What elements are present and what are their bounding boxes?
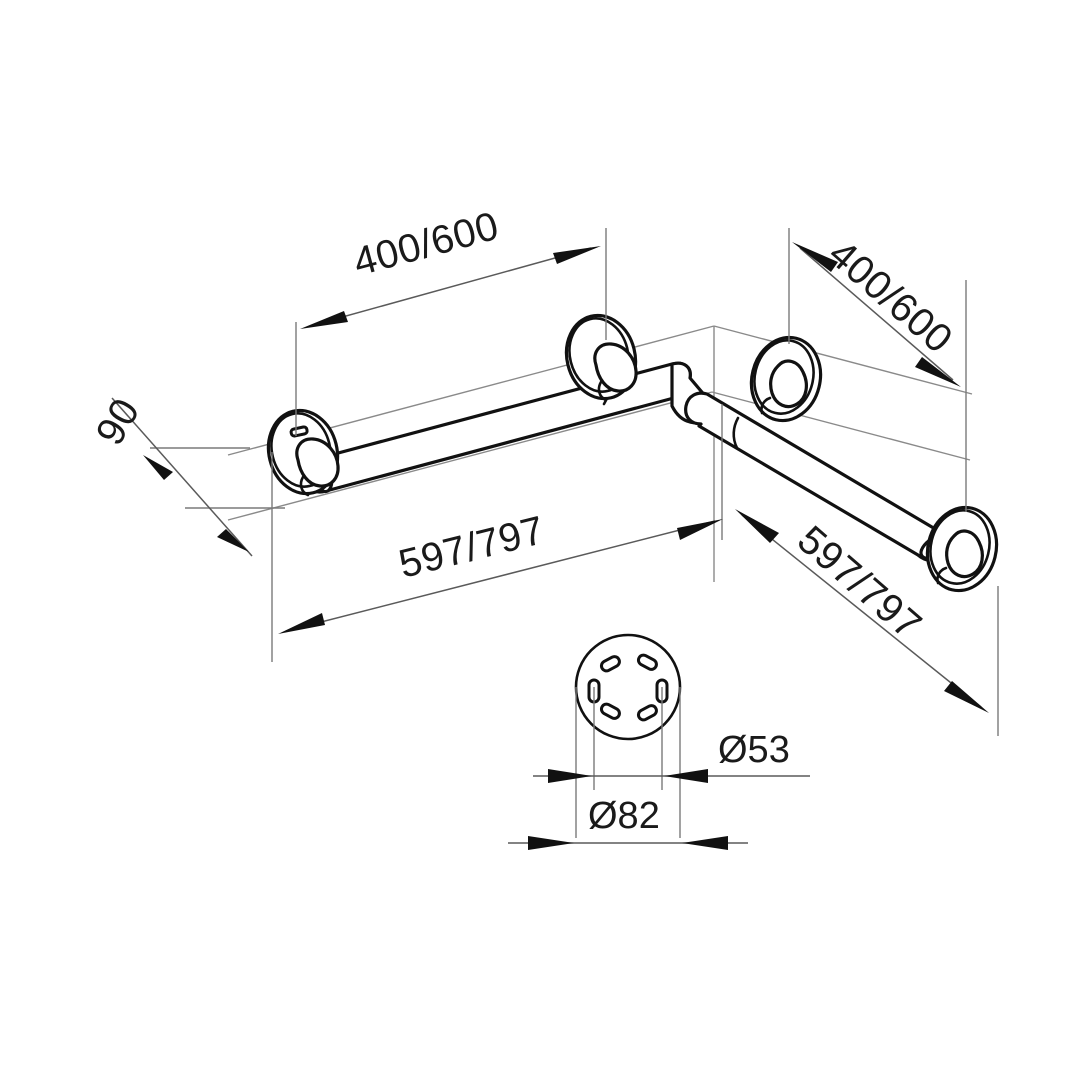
wall-flange-corner: [749, 335, 823, 423]
flange-slot: [599, 702, 621, 720]
grab-bar: [310, 361, 955, 563]
flange-face-detail: Ø53 Ø82: [508, 633, 810, 850]
wall-flange-right: [925, 505, 999, 593]
dimension-label-top-right: 400/600: [820, 232, 961, 362]
flange-slot: [599, 655, 621, 673]
dimension-label-outer-diameter: Ø82: [588, 795, 660, 837]
dimension-left-depth: 90: [88, 391, 285, 557]
dimension-label-left-depth: 90: [88, 391, 149, 452]
wall-flange-center: [564, 313, 638, 402]
flange-slot: [636, 653, 658, 671]
wall-flange-left: [266, 408, 340, 497]
dimension-label-bottom-left: 597/797: [395, 508, 549, 587]
flange-slot: [636, 704, 658, 722]
dimension-label-inner-diameter: Ø53: [718, 729, 790, 771]
dimension-label-top-left: 400/600: [349, 204, 503, 285]
